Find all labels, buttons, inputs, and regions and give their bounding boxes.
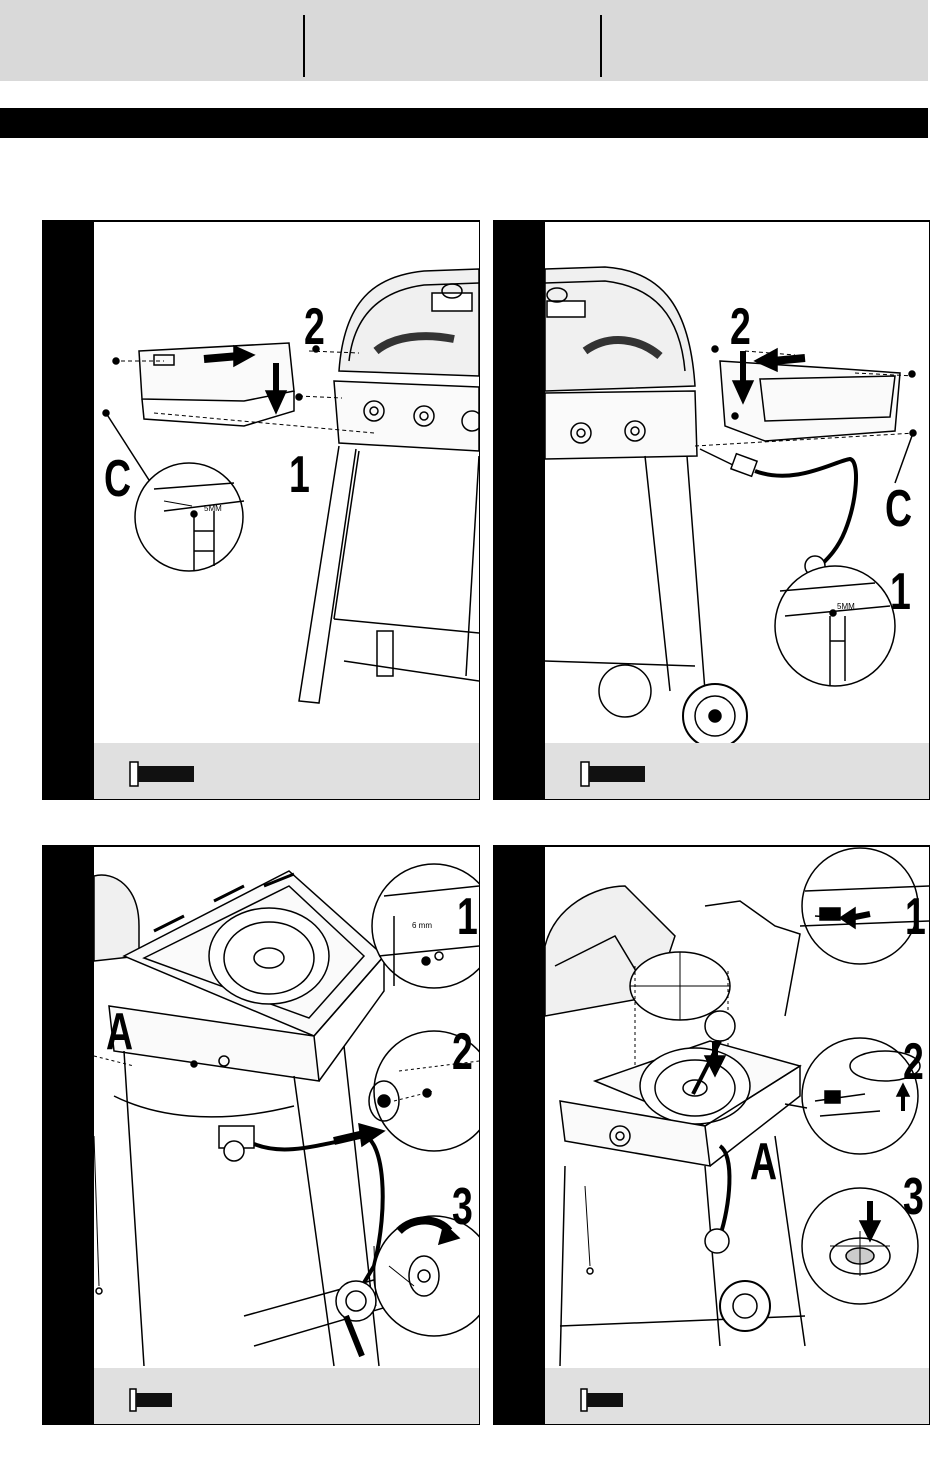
step-3-label: 3 (903, 1171, 924, 1223)
bolt-icon (579, 1385, 649, 1415)
hardware-footer (94, 1368, 479, 1424)
step-number-sidebar (43, 846, 94, 1424)
bolt-icon (128, 760, 198, 790)
step-2-label: 2 (903, 1036, 924, 1088)
header-divider (303, 15, 305, 77)
measure-label: 5MM (204, 504, 222, 513)
grill-illustration: 2 1 C 5MM (94, 221, 479, 743)
assembly-panel-1: 2 1 C 5MM (42, 220, 480, 800)
header-bar (0, 0, 928, 81)
step-1-label: 1 (905, 891, 926, 943)
hardware-footer (545, 1368, 929, 1424)
step-number-sidebar (43, 221, 94, 799)
assembly-panel-3: 1 2 3 A 6 mm (42, 845, 480, 1425)
bolt-icon (579, 760, 649, 790)
assembly-panel-2: 2 1 C 5MM (493, 220, 930, 800)
assembly-panel-4: 1 2 3 A (493, 845, 930, 1425)
step-number-sidebar (494, 221, 545, 799)
bolt-icon (128, 1385, 198, 1415)
section-title-bar (0, 108, 928, 138)
part-a-label: A (750, 1136, 777, 1188)
measure-label: 6 mm (412, 921, 432, 930)
side-burner-illustration: 1 2 3 A (545, 846, 929, 1368)
hardware-footer (545, 743, 929, 799)
hardware-footer (94, 743, 479, 799)
header-divider (600, 15, 602, 77)
side-burner-illustration: 1 2 3 A 6 mm (94, 846, 479, 1368)
step-number-sidebar (494, 846, 545, 1424)
measure-label: 5MM (837, 602, 855, 611)
grill-illustration: 2 1 C 5MM (545, 221, 929, 743)
